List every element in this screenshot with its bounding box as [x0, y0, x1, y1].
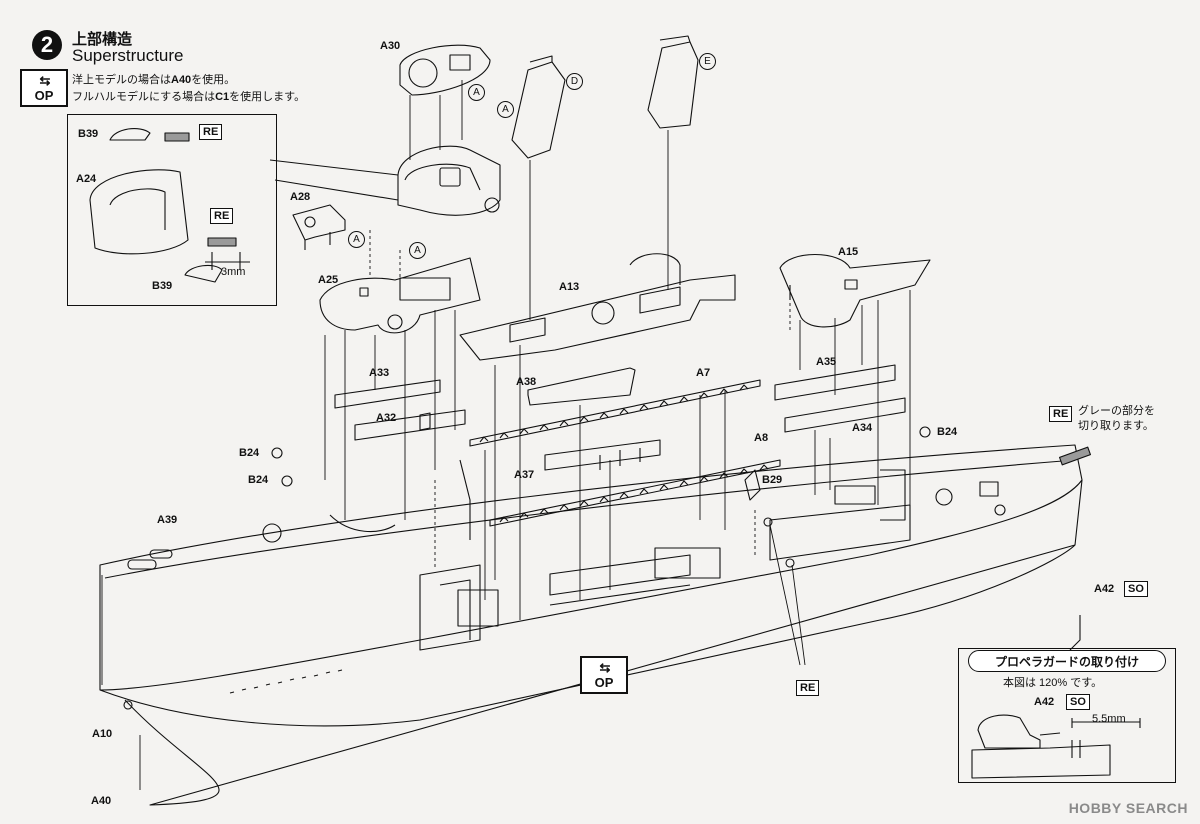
label-a39: A39: [157, 514, 178, 526]
label-a42-inset: A42: [1034, 696, 1055, 708]
swap-arrow-icon: ⇆: [39, 73, 51, 88]
marker-a-3: A: [348, 231, 365, 248]
label-a37: A37: [514, 469, 535, 481]
label-a15: A15: [838, 246, 859, 258]
part-a24-main: [397, 145, 501, 216]
propeller-guard-title: プロペラガードの取り付け: [968, 650, 1166, 672]
label-b24-lower: B24: [248, 474, 269, 486]
label-a25: A25: [318, 274, 339, 286]
re-note: グレーの部分を 切り取ります。: [1078, 404, 1155, 434]
label-a33: A33: [369, 367, 390, 379]
part-a37-rail: [544, 439, 661, 471]
marker-a-2-text: A: [502, 104, 509, 115]
hull-outline: [99, 444, 1083, 691]
marker-d: D: [566, 73, 583, 90]
note-waterline-part: A40: [171, 74, 192, 86]
propeller-guard-inset: [958, 648, 1176, 783]
optional-badge-hull-text: OP: [594, 675, 614, 690]
label-b39-bottom: B39: [152, 280, 173, 292]
label-b24-stern: B24: [937, 426, 958, 438]
part-a34: [784, 397, 906, 433]
note-fullhull-suffix: を使用します。: [229, 91, 306, 103]
so-badge-inset: SO: [1066, 694, 1090, 710]
step-title-en: Superstructure: [72, 46, 184, 65]
part-a32: [354, 409, 466, 441]
label-a13: A13: [559, 281, 580, 293]
re-badge-hull: RE: [796, 680, 820, 696]
marker-e: E: [699, 53, 716, 70]
marker-a-2: A: [497, 101, 514, 118]
marker-a-1-text: A: [473, 87, 480, 98]
marker-a-4: A: [409, 242, 426, 259]
note-fullhull-part: C1: [215, 91, 230, 103]
part-a30: [399, 44, 491, 96]
part-d-funnel: [511, 61, 566, 159]
part-a35: [774, 364, 896, 401]
label-a40: A40: [91, 795, 112, 807]
label-a30: A30: [380, 40, 401, 52]
marker-a-4-text: A: [414, 245, 421, 256]
label-a28: A28: [290, 191, 311, 203]
dimension-5-5mm: 5.5mm: [1092, 713, 1126, 725]
hull-keel-a40: [124, 544, 1076, 806]
optional-badge: ⇆ OP: [20, 69, 68, 107]
note-fullhull-text: フルハルモデルにする場合は: [72, 91, 216, 103]
part-a25: [319, 257, 481, 334]
part-a38-rail: [527, 367, 636, 406]
part-a28: [292, 204, 346, 241]
watermark: HOBBY SEARCH: [1068, 800, 1188, 816]
label-a35: A35: [816, 356, 837, 368]
note-waterline-text: 洋上モデルの場合は: [72, 74, 171, 86]
label-a34: A34: [852, 422, 873, 434]
part-a7-strip: [469, 379, 761, 447]
part-a15: [779, 253, 931, 328]
label-a24: A24: [76, 173, 97, 185]
label-a8: A8: [754, 432, 769, 444]
re-note-line1: グレーの部分を: [1078, 405, 1155, 417]
part-a13: [459, 274, 736, 361]
detail-inset-box: [67, 114, 277, 306]
label-a7: A7: [696, 367, 711, 379]
optional-badge-hull: ⇆ OP: [580, 656, 628, 694]
note-fullhull: フルハルモデルにする場合はC1を使用します。: [72, 88, 305, 104]
label-b39-top: B39: [78, 128, 99, 140]
dimension-3mm: 3mm: [221, 266, 246, 278]
swap-arrow-icon: ⇆: [599, 660, 611, 675]
re-badge-detail-top: RE: [199, 124, 223, 140]
label-a38: A38: [516, 376, 537, 388]
re-badge-stern: RE: [1049, 406, 1073, 422]
re-badge-detail-side: RE: [210, 208, 234, 224]
label-a42: A42: [1094, 583, 1115, 595]
step-number-badge: 2: [32, 30, 62, 60]
part-e-funnel: [647, 41, 699, 129]
marker-e-text: E: [704, 56, 711, 67]
step-number: 2: [40, 32, 54, 57]
optional-badge-text: OP: [34, 88, 54, 103]
marker-a-1: A: [468, 84, 485, 101]
step-title-jp: 上部構造: [72, 31, 133, 48]
label-b24-upper: B24: [239, 447, 260, 459]
marker-a-3-text: A: [353, 234, 360, 245]
note-waterline: 洋上モデルの場合はA40を使用。: [72, 71, 235, 87]
part-a8-strip: [489, 459, 781, 527]
label-a32: A32: [376, 412, 397, 424]
label-b29: B29: [762, 474, 783, 486]
hull-lower-a10: [99, 479, 1083, 727]
part-a33: [334, 379, 441, 409]
re-note-line2: 切り取ります。: [1078, 420, 1154, 432]
marker-d-text: D: [570, 76, 579, 87]
so-badge: SO: [1124, 581, 1148, 597]
propeller-guard-scale-note: 本図は 120% です。: [1003, 677, 1103, 689]
note-waterline-suffix: を使用。: [191, 74, 236, 86]
label-a10: A10: [92, 728, 113, 740]
